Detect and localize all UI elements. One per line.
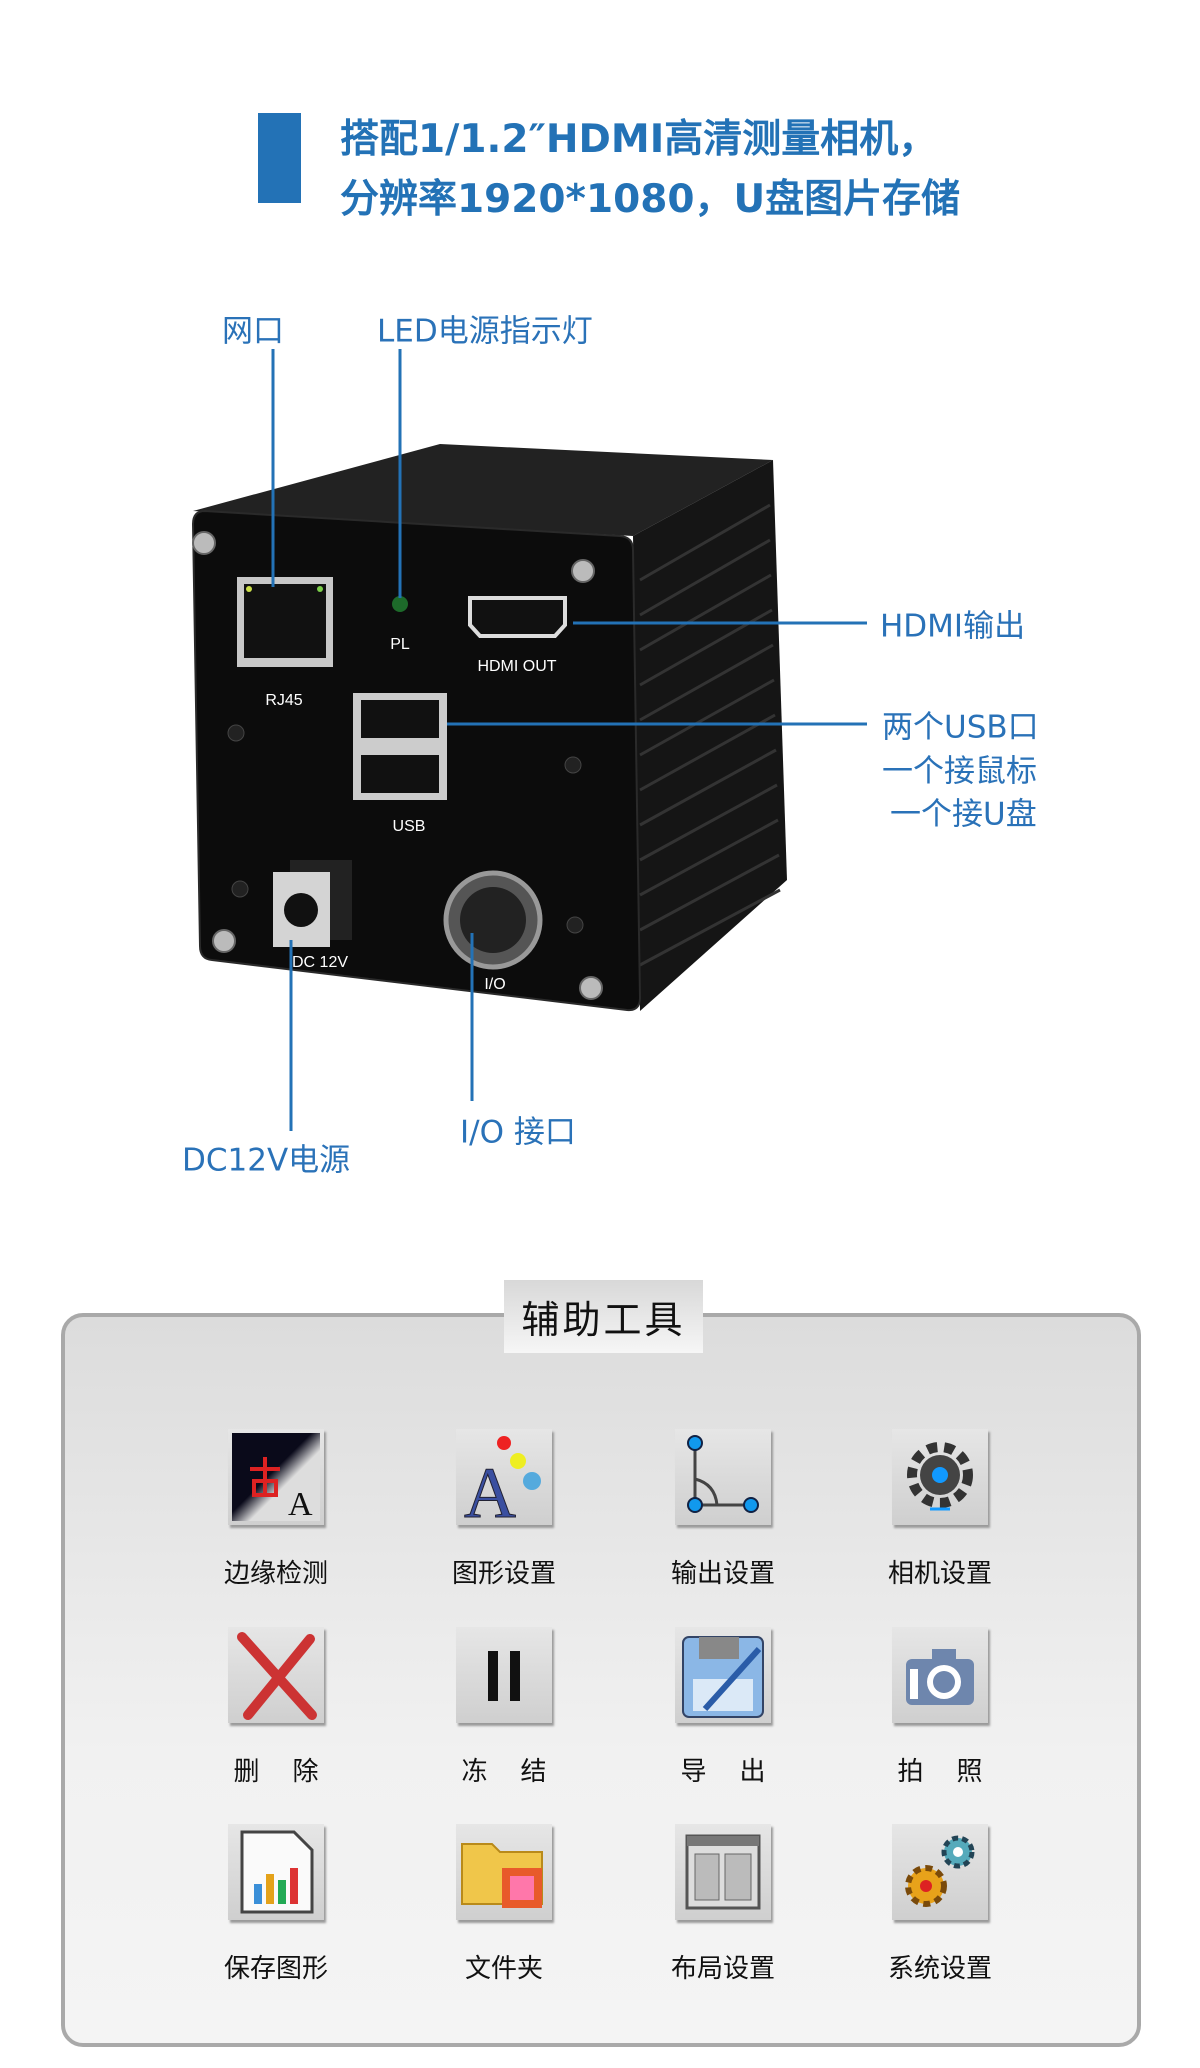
tool-label: 删 除 <box>233 1757 319 1787</box>
svg-text:A: A <box>288 1486 313 1523</box>
tool-edge-detect[interactable]: A 边缘检测 <box>196 1429 356 1590</box>
callout-ethernet: 网口 <box>222 313 284 350</box>
tool-label: 边缘检测 <box>223 1559 328 1589</box>
camera-settings-icon[interactable] <box>892 1429 988 1525</box>
tool-save-chart[interactable]: 保存图形 <box>196 1824 356 1985</box>
usb-label: USB <box>393 818 426 835</box>
tool-label: 图形设置 <box>451 1559 556 1589</box>
callout-io: I/O 接口 <box>460 1114 576 1151</box>
tool-export[interactable]: 导 出 <box>643 1627 803 1788</box>
tool-label: 相机设置 <box>887 1559 992 1589</box>
rj45-label: RJ45 <box>265 692 302 709</box>
callout-hdmi: HDMI输出 <box>880 608 1026 645</box>
toolbox-title: 辅助工具 <box>504 1280 703 1353</box>
camera-illustration: RJ45 PL HDMI OUT USB DC 12V I/O <box>191 349 867 1131</box>
delete-icon[interactable] <box>228 1627 324 1723</box>
tool-pause[interactable]: 冻 结 <box>424 1627 584 1788</box>
graphics-settings-icon[interactable]: A <box>456 1429 552 1525</box>
tool-camera-settings[interactable]: 相机设置 <box>860 1429 1020 1590</box>
tool-label: 拍 照 <box>897 1757 983 1787</box>
callout-usb-2: 一个接鼠标 <box>882 753 1037 790</box>
tool-output-settings[interactable]: 输出设置 <box>643 1429 803 1590</box>
callout-dc: DC12V电源 <box>182 1142 351 1179</box>
tool-label: 文件夹 <box>464 1954 543 1984</box>
save-chart-icon[interactable] <box>228 1824 324 1920</box>
edge-detect-icon[interactable]: A <box>228 1429 324 1525</box>
headline-line-1: 搭配1/1.2″HDMI高清测量相机， <box>340 117 938 162</box>
tool-delete[interactable]: 删 除 <box>196 1627 356 1788</box>
svg-text:A: A <box>464 1453 516 1525</box>
tool-camera[interactable]: 拍 照 <box>860 1627 1020 1788</box>
pause-icon[interactable] <box>456 1627 552 1723</box>
output-settings-icon[interactable] <box>675 1429 771 1525</box>
tool-label: 保存图形 <box>223 1954 328 1984</box>
title-accent-bar <box>258 113 301 203</box>
headline-line-2: 分辨率1920*1080，U盘图片存储 <box>340 177 961 222</box>
system-settings-icon[interactable] <box>892 1824 988 1920</box>
tool-label: 布局设置 <box>670 1954 775 1984</box>
callout-usb-1: 两个USB口 <box>882 709 1039 746</box>
tool-label: 输出设置 <box>670 1559 775 1589</box>
tool-layout[interactable]: 布局设置 <box>643 1824 803 1985</box>
tool-label: 冻 结 <box>461 1757 547 1787</box>
hdmi-out-label: HDMI OUT <box>477 658 556 675</box>
callout-led: LED电源指示灯 <box>377 313 593 350</box>
tool-label: 系统设置 <box>887 1954 992 1984</box>
dc-label: DC 12V <box>292 954 348 971</box>
folder-icon[interactable] <box>456 1824 552 1920</box>
callout-usb-3: 一个接U盘 <box>890 796 1037 833</box>
camera-icon[interactable] <box>892 1627 988 1723</box>
io-label: I/O <box>484 976 505 993</box>
tool-folder[interactable]: 文件夹 <box>424 1824 584 1985</box>
pl-label: PL <box>390 636 410 653</box>
tool-graphics-settings[interactable]: A 图形设置 <box>424 1429 584 1590</box>
tool-label: 导 出 <box>680 1757 766 1787</box>
layout-icon[interactable] <box>675 1824 771 1920</box>
tool-system-settings[interactable]: 系统设置 <box>860 1824 1020 1985</box>
export-icon[interactable] <box>675 1627 771 1723</box>
